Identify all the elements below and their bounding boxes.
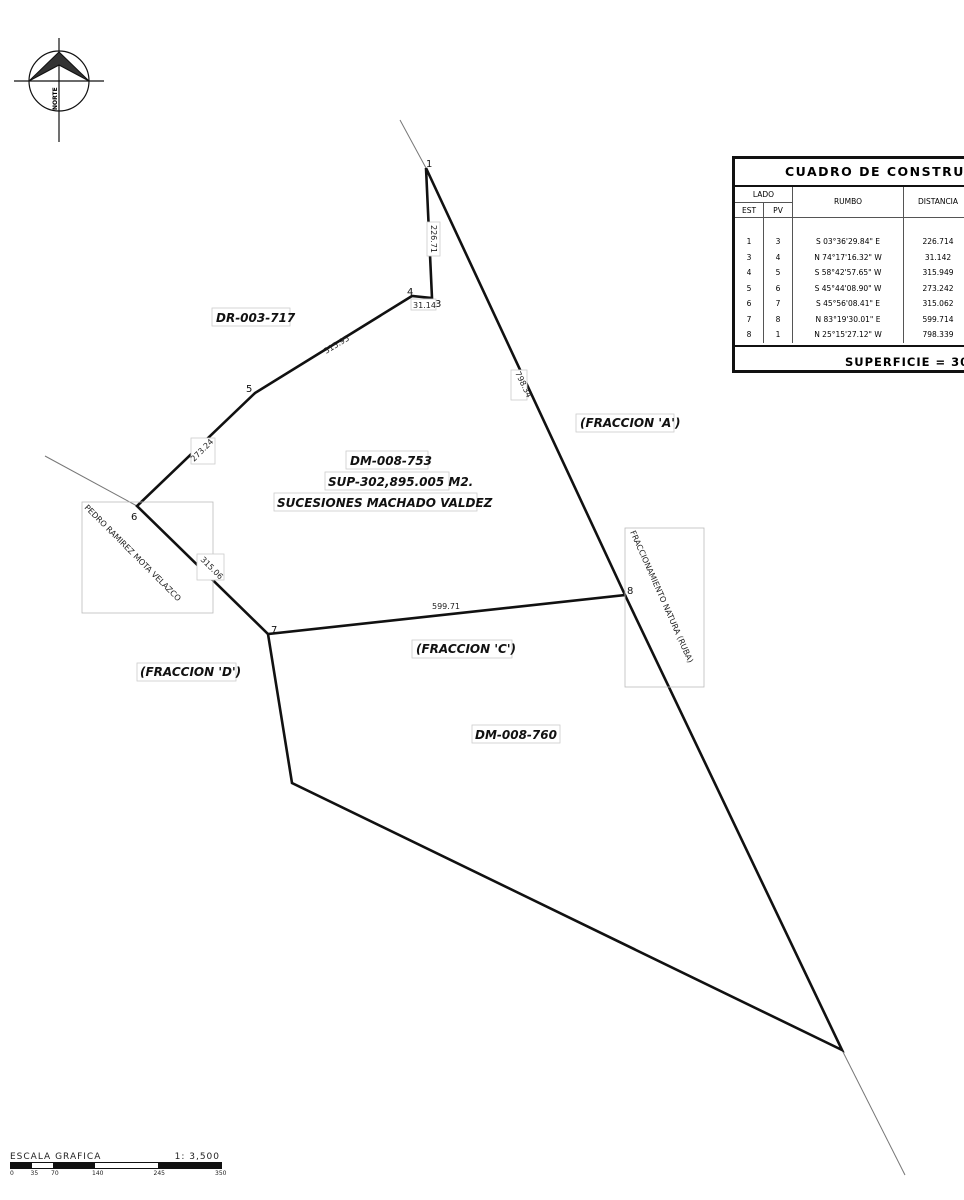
parcel-id: DM-008-753 xyxy=(350,454,432,468)
cell-est: 5 xyxy=(735,280,764,296)
distance-4-5: 315.95 xyxy=(322,334,351,356)
cell-rumbo: S 45°44'08.90" W xyxy=(793,280,904,296)
cell-dist: 226.714 xyxy=(922,237,954,246)
scale-title: ESCALA GRAFICA xyxy=(10,1152,102,1162)
cell-rumbo: S 45°56'08.41" E xyxy=(793,296,904,312)
fraccion-a-label: (FRACCION 'A') xyxy=(580,416,680,430)
cell-rumbo: N 74°17'16.32" W xyxy=(793,249,904,265)
cell-rumbo: N 25°15'27.12" W xyxy=(793,327,904,343)
cell-pv: 6 xyxy=(764,280,793,296)
parcel-owner: SUCESIONES MACHADO VALDEZ xyxy=(277,496,493,510)
scale-tick: 70 xyxy=(51,1170,59,1177)
table-title: CUADRO DE CONSTRUCC xyxy=(735,159,964,187)
cell-pv: 8 xyxy=(764,311,793,327)
scale-tick: 140 xyxy=(92,1170,104,1177)
scale-tick: 0 xyxy=(10,1170,14,1177)
vertex-1: 1 xyxy=(426,159,432,170)
cell-dist: 315.949 xyxy=(922,268,954,277)
north-label: NORTE xyxy=(52,87,59,110)
neighbor-dr-003-717: DR-003-717 xyxy=(216,311,296,325)
scale-tick: 245 xyxy=(153,1170,165,1177)
header-pv: PV xyxy=(773,206,783,215)
cell-est: 8 xyxy=(735,327,764,343)
neighbor-east-label: FRACCIONAMIENTO NATURA (RUBA) xyxy=(628,529,695,664)
graphic-scale: ESCALA GRAFICA 1: 3,500 0 35 70 140 245 350 xyxy=(10,1152,226,1179)
distance-3-4: 31.14 xyxy=(413,301,436,310)
parcel-area: SUP-302,895.005 M2. xyxy=(328,475,473,489)
cell-rumbo: S 03°36'29.84" E xyxy=(793,234,904,250)
cell-dist: 273.242 xyxy=(922,283,954,293)
vertex-3: 3 xyxy=(435,299,441,310)
cell-dist: 31.142 xyxy=(924,252,952,262)
cell-dist: 599.714 xyxy=(922,314,954,324)
cell-est: 6 xyxy=(735,296,764,312)
header-distancia: DISTANCIA xyxy=(917,197,959,206)
fraccion-d-label: (FRACCION 'D') xyxy=(140,665,241,679)
distance-7-8: 599.71 xyxy=(432,602,460,611)
cell-est: 1 xyxy=(735,234,764,250)
header-rumbo: RUMBO xyxy=(793,187,904,217)
vertex-5: 5 xyxy=(246,384,252,395)
scale-tick: 35 xyxy=(30,1170,39,1177)
cell-est: 4 xyxy=(735,265,764,281)
vertex-8: 8 xyxy=(627,586,633,597)
cell-pv: 7 xyxy=(764,296,793,312)
cell-pv: 3 xyxy=(764,234,793,250)
scale-bar xyxy=(10,1162,222,1169)
cell-dist: 798.339 xyxy=(922,330,954,339)
header-lado: LADO xyxy=(735,187,792,203)
vertex-7: 7 xyxy=(271,625,277,636)
cell-rumbo: N 83°19'30.01" E xyxy=(793,311,904,327)
scale-ratio: 1: 3,500 xyxy=(174,1152,220,1162)
vertex-6: 6 xyxy=(131,512,137,523)
cell-dist: 315.062 xyxy=(922,299,954,308)
superficie-total: SUPERFICIE = 302, xyxy=(735,345,964,370)
header-est: EST xyxy=(735,203,764,218)
lower-parcel-id: DM-008-760 xyxy=(475,728,557,742)
north-arrow-icon: NORTE xyxy=(14,38,104,142)
construction-table: CUADRO DE CONSTRUCC LADO EST PV RUMBO DI… xyxy=(732,156,964,373)
cell-est: 3 xyxy=(735,249,764,265)
cell-est: 7 xyxy=(735,311,764,327)
fraccion-c-label: (FRACCION 'C') xyxy=(416,642,516,656)
cell-pv: 5 xyxy=(764,265,793,281)
cell-pv: 1 xyxy=(764,327,793,343)
vertex-4: 4 xyxy=(407,287,413,298)
cell-rumbo: S 58°42'57.65" W xyxy=(793,265,904,281)
cell-pv: 4 xyxy=(764,249,793,265)
scale-tick: 350 xyxy=(215,1170,227,1177)
distance-1-3: 226.71 xyxy=(429,225,438,253)
